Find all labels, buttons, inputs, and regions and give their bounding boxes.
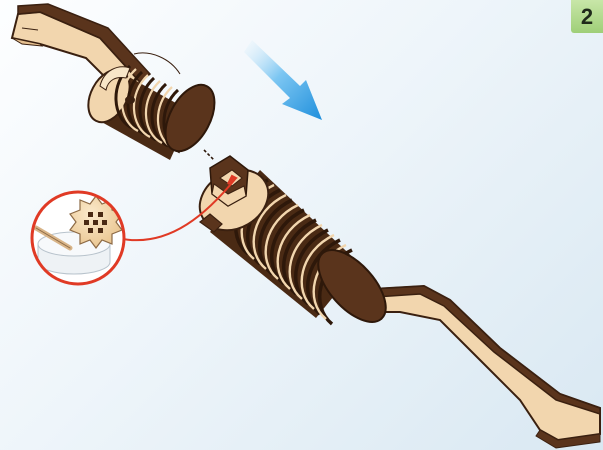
alignment-dash — [204, 150, 214, 160]
spool-hole — [125, 96, 135, 104]
lower-crank-part — [189, 156, 600, 448]
step-number-badge: 2 — [571, 0, 603, 33]
upper-crank-part — [12, 4, 225, 160]
lower-crank-arm — [356, 286, 600, 440]
direction-arrow — [244, 40, 322, 120]
